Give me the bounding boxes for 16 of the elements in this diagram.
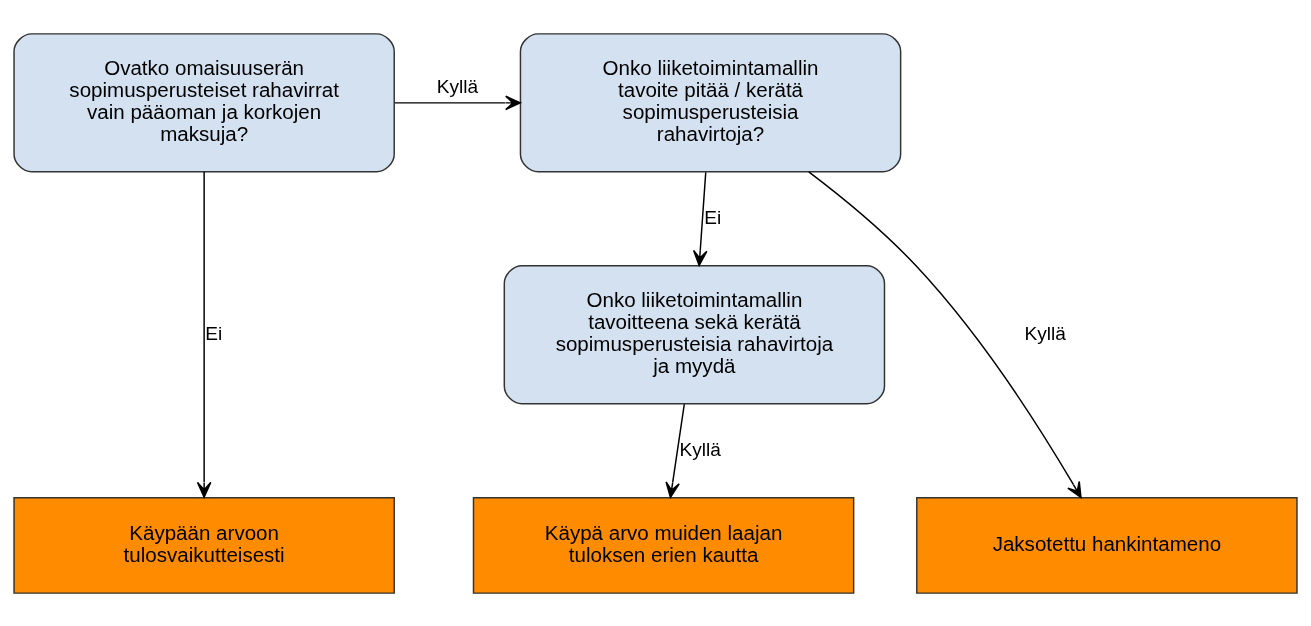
- arrow: [196, 170, 212, 498]
- node-box: Käypään arvoon tulosvaikutteisesti: [13, 496, 395, 594]
- arrow: [665, 403, 686, 498]
- edge-label: Kyllä: [436, 75, 479, 97]
- edge-label: Kyllä: [679, 438, 721, 460]
- arrow: [394, 95, 522, 110]
- node-box: Ovatko omaisuuserän sopimusperusteiset rahavirrat vain pääoman ja korkojen maksuja?: [13, 32, 395, 173]
- node-box: Käypä arvo muiden laajan tuloksen erien kautta: [472, 496, 855, 594]
- arrow: [808, 170, 1082, 498]
- node-box: Jaksotettu hankintameno: [916, 496, 1298, 594]
- edge-label: Ei: [704, 206, 722, 228]
- node-box: Onko liiketoimintamallin tavoite pitää / kerätä sopimusperusteisia rahavirtoja?: [519, 32, 902, 173]
- node-box: Onko liiketoimintamallin tavoitteena sekä kerätä sopimusperusteisia rahavirtoja ja myydä: [503, 264, 886, 404]
- edge-label: Kyllä: [1024, 322, 1066, 344]
- arrow: [692, 171, 708, 266]
- edge-label: Ei: [205, 322, 223, 344]
